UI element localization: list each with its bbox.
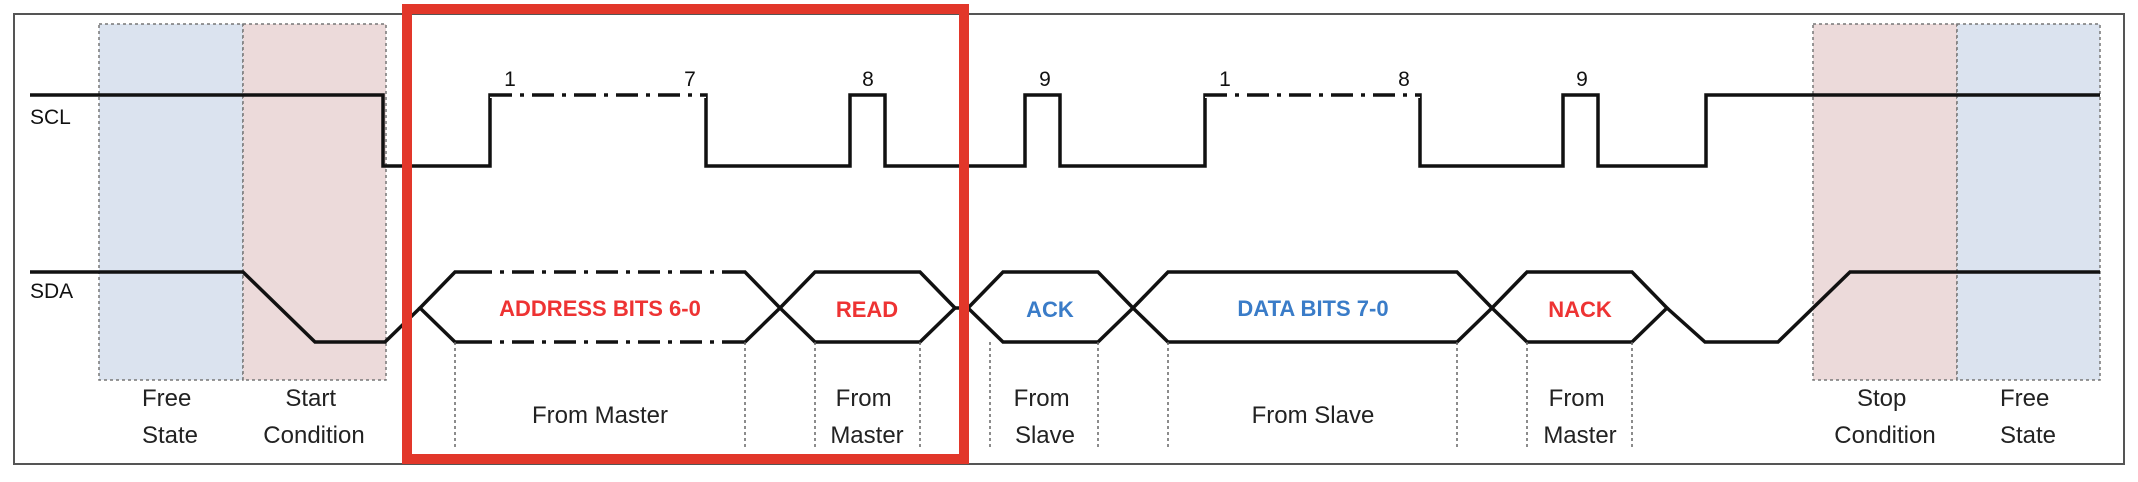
data-bits-label: DATA BITS 7-0 [1237, 296, 1388, 321]
address-bits-label: ADDRESS BITS 6-0 [499, 296, 701, 321]
caption-from-master-nack: From Master [1543, 385, 1616, 449]
ack-label: ACK [1026, 297, 1074, 322]
caption-free-state-right: Free State [2000, 385, 2056, 449]
caption-from-master-read: From Master [830, 385, 903, 449]
free-state-left-region [98, 23, 244, 381]
scl-bit-1-data: 1 [1219, 68, 1231, 91]
start-condition-region [242, 23, 387, 381]
caption-from-slave-ack: From Slave [1014, 385, 1077, 449]
scl-bit-7-address: 7 [684, 68, 696, 91]
nack-label: NACK [1548, 297, 1612, 322]
scl-bit-9-nack: 9 [1576, 68, 1588, 91]
scl-label: SCL [30, 106, 71, 129]
caption-free-state-left: Free State [142, 385, 198, 449]
read-label: READ [836, 297, 898, 322]
sda-label: SDA [30, 280, 73, 303]
sda-start-transition [30, 270, 422, 344]
scl-bit-9-ack: 9 [1039, 68, 1051, 91]
caption-from-master-address: From Master [532, 402, 668, 429]
highlight-box [402, 4, 969, 464]
drop-lines [454, 342, 1633, 450]
caption-start-condition: Start Condition [263, 385, 364, 449]
stop-condition-region [1812, 23, 1958, 381]
sda-stop-transition [1665, 270, 2100, 344]
caption-from-slave-data: From Slave [1252, 402, 1375, 429]
caption-stop-condition: Stop Condition [1834, 385, 1935, 449]
scl-bit-8-rw: 8 [862, 68, 874, 91]
free-state-right-region [1956, 23, 2101, 381]
scl-bit-1-address: 1 [504, 68, 516, 91]
scl-bit-8-data: 8 [1398, 68, 1410, 91]
